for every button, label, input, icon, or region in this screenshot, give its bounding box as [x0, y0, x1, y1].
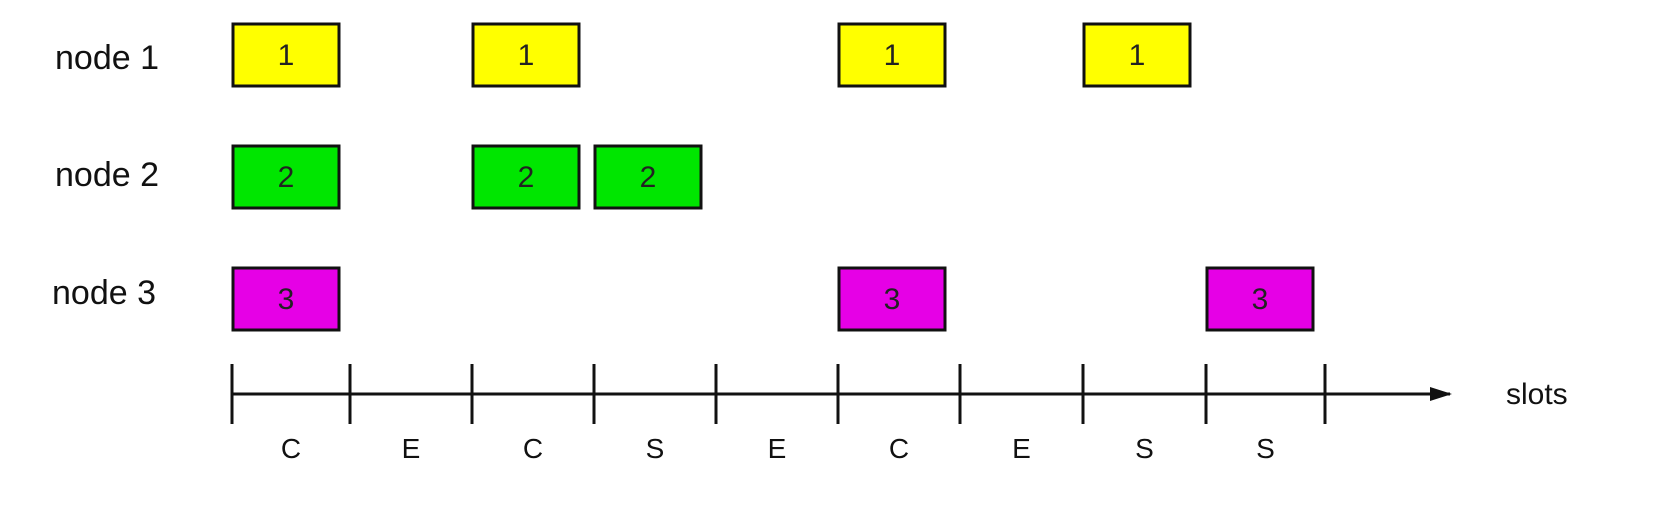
packet-number: 3	[1252, 283, 1269, 316]
packet-number: 2	[640, 161, 657, 194]
packet-box	[231, 266, 341, 332]
node-1-label: node 1	[55, 39, 159, 77]
packet-number: 3	[278, 283, 295, 316]
node-2-label: node 2	[55, 156, 159, 194]
packet-box	[837, 266, 947, 332]
slot-type-1: C	[281, 433, 301, 464]
packet-node-3-slot-9: 3	[1205, 266, 1315, 332]
packet-box	[1205, 266, 1315, 332]
packet-box	[837, 22, 947, 88]
packet-number: 2	[518, 161, 535, 194]
packet-node-2-slot-3: 2	[471, 144, 581, 210]
slot-type-7: E	[1012, 433, 1031, 464]
packet-node-2-slot-4: 2	[593, 144, 703, 210]
slot-ticks	[230, 364, 1327, 424]
packet-node-2-slot-1: 2	[231, 144, 341, 210]
packet-number: 3	[884, 283, 901, 316]
packet-number: 1	[1129, 39, 1146, 72]
slot-axis: C E C S E C E S S slots	[230, 364, 1568, 464]
packet-number: 1	[884, 39, 901, 72]
packet-grid: 1 1 1 1 2 2 2 3 3 3	[231, 22, 1315, 332]
packet-number: 1	[518, 39, 535, 72]
slot-type-5: E	[768, 433, 787, 464]
packet-box	[471, 144, 581, 210]
packet-number: 1	[278, 39, 295, 72]
slot-type-9: S	[1256, 433, 1275, 464]
packet-box	[471, 22, 581, 88]
slot-type-8: S	[1135, 433, 1154, 464]
packet-node-1-slot-8: 1	[1082, 22, 1192, 88]
packet-box	[593, 144, 703, 210]
packet-node-1-slot-6: 1	[837, 22, 947, 88]
packet-node-3-slot-6: 3	[837, 266, 947, 332]
packet-box	[231, 144, 341, 210]
packet-node-1-slot-3: 1	[471, 22, 581, 88]
packet-box	[231, 22, 341, 88]
node-label-group: node 1 node 2 node 3	[52, 39, 159, 312]
slot-type-4: S	[646, 433, 665, 464]
slot-type-2: E	[402, 433, 421, 464]
axis-label: slots	[1506, 378, 1568, 411]
packet-node-3-slot-1: 3	[231, 266, 341, 332]
node-3-label: node 3	[52, 274, 156, 312]
packet-number: 2	[278, 161, 295, 194]
slot-type-6: C	[889, 433, 909, 464]
slot-type-3: C	[523, 433, 543, 464]
packet-node-1-slot-1: 1	[231, 22, 341, 88]
packet-box	[1082, 22, 1192, 88]
